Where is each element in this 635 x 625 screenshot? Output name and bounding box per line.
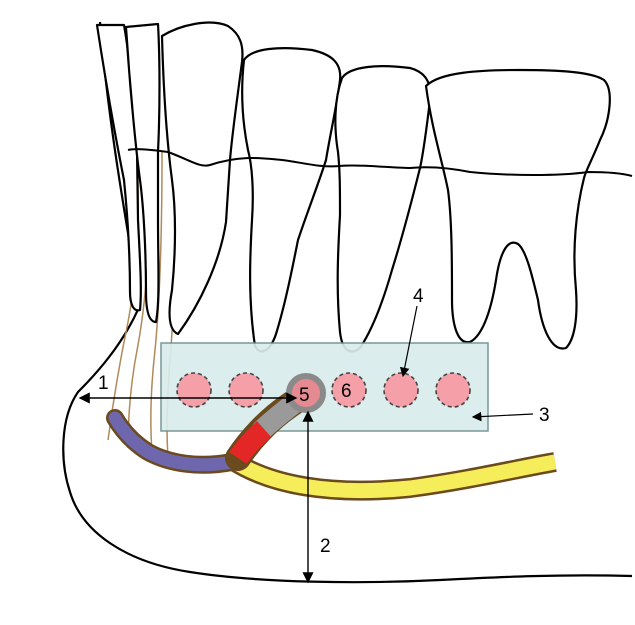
label-6: 6 <box>341 381 352 402</box>
label-1: 1 <box>98 373 109 394</box>
tooth-premolar-2 <box>334 65 432 353</box>
tooth-molar <box>424 68 611 350</box>
tooth-premolar-1 <box>241 47 342 353</box>
implant-site-6 <box>331 372 367 408</box>
label-2: 2 <box>320 536 331 557</box>
implant-site-2 <box>228 372 264 408</box>
label-3: 3 <box>539 405 550 426</box>
incisor-root-3 <box>150 151 163 453</box>
callout-labels: 1 2 3 4 5 6 <box>98 286 550 557</box>
nerve-yellow <box>227 453 557 499</box>
arrow-4 <box>399 305 418 378</box>
inferior-alveolar-nerve <box>226 451 557 501</box>
implant-site-7 <box>435 372 471 408</box>
arrow-3 <box>471 411 534 422</box>
gum-line <box>127 148 633 177</box>
implant-site-1 <box>176 372 212 408</box>
measurement-arrows <box>78 305 534 584</box>
nerve-blue <box>108 411 239 472</box>
teeth <box>95 21 611 353</box>
implant-site-4 <box>383 372 419 408</box>
label-4: 4 <box>413 286 424 307</box>
nerve-loop-red <box>229 421 272 464</box>
tooth-canine <box>160 21 244 336</box>
incisive-nerve <box>106 409 241 474</box>
label-5: 5 <box>299 385 310 406</box>
tooth-incisor-2 <box>124 22 161 324</box>
